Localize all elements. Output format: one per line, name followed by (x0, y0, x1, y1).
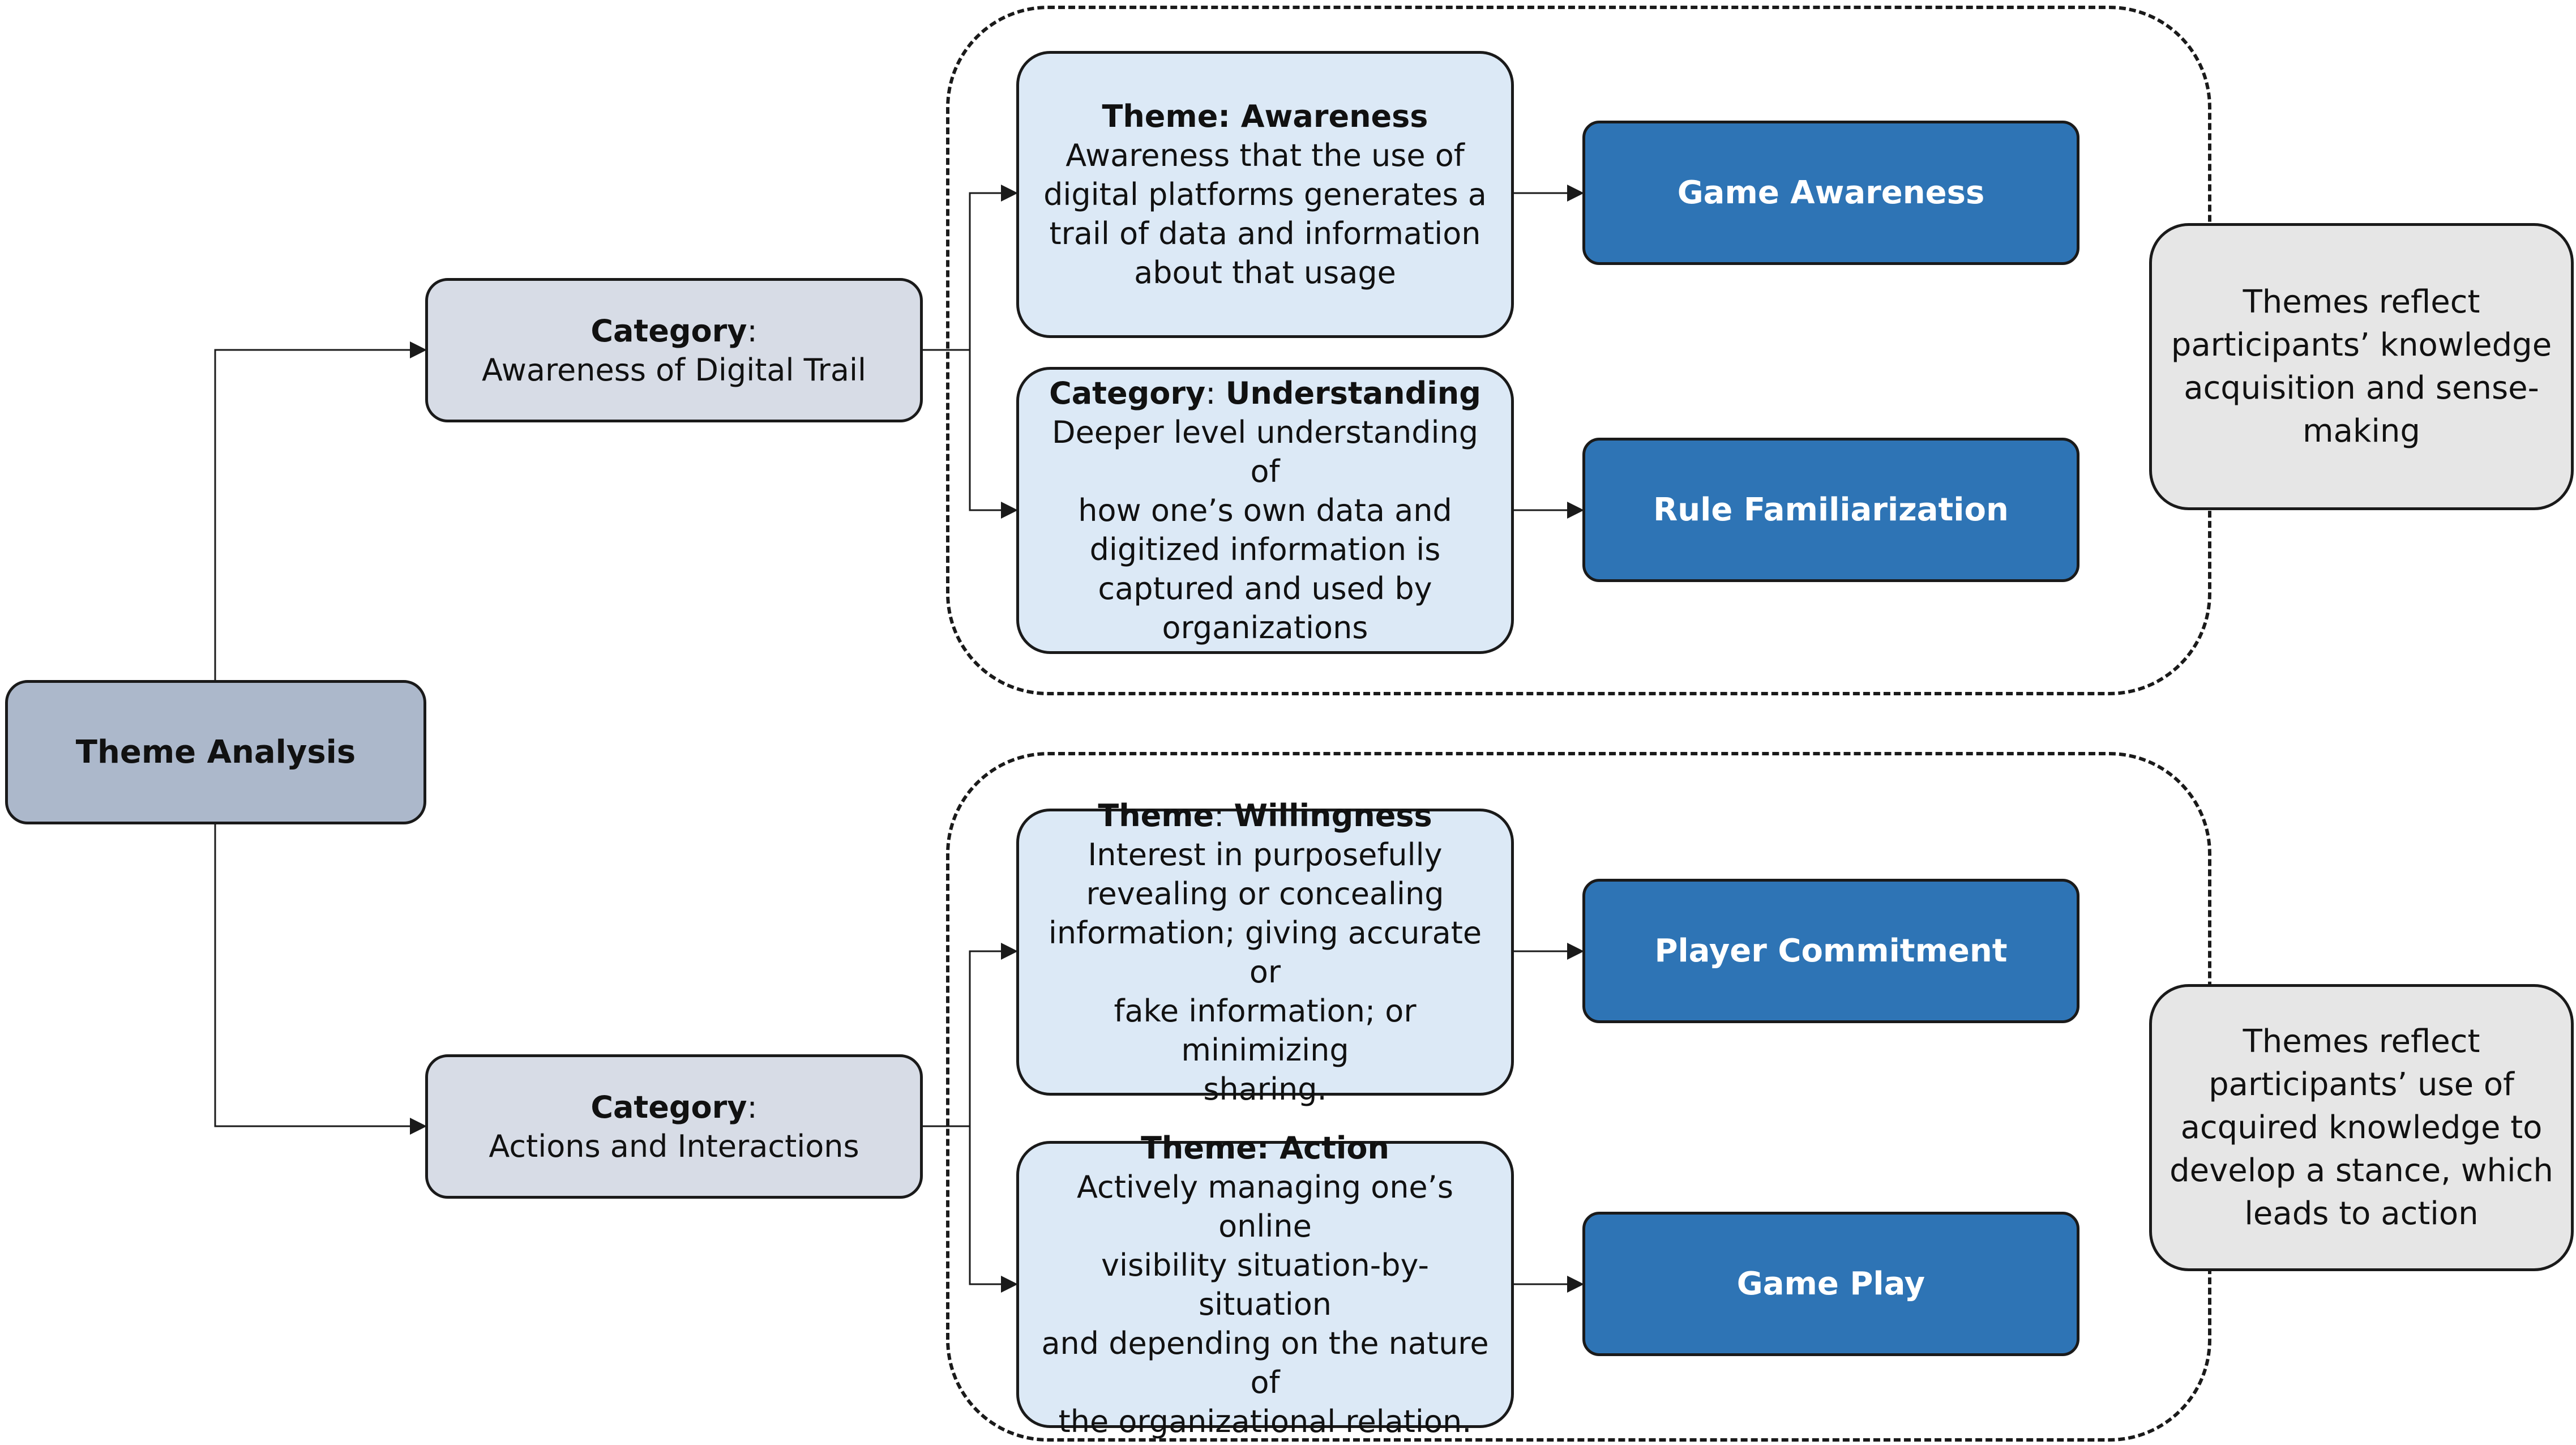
theme-line: how one’s own data and (1078, 493, 1452, 528)
note-line: leads to action (2244, 1195, 2479, 1232)
connector-category-1-to-theme-2 (969, 350, 1018, 519)
theme-title-separator: : (1205, 375, 1216, 411)
note-knowledge-acquisition: Themes reflect participants’ knowledge a… (2149, 223, 2574, 510)
note-line: Themes reflect (2243, 283, 2480, 320)
theme-line: Actively managing one’s online (1077, 1169, 1453, 1244)
connector-category-2-to-theme-4 (969, 1126, 1018, 1293)
theme-line: the organizational relation. (1058, 1403, 1472, 1439)
category-label: Category (590, 313, 747, 349)
note-line: develop a stance, which (2170, 1152, 2553, 1189)
theme-line: captured and used by (1098, 571, 1432, 606)
note-line: making (2303, 412, 2420, 450)
connector-root-to-category-1 (214, 341, 427, 680)
theme-line: fake information; or minimizing (1114, 993, 1417, 1068)
outcome-node-rule-familiarization: Rule Familiarization (1582, 438, 2079, 582)
category-heading: Category: (590, 1088, 757, 1127)
note-line: Themes reflect (2243, 1023, 2480, 1060)
root-node: Theme Analysis (5, 680, 426, 824)
root-label: Theme Analysis (75, 734, 356, 771)
theme-title-name: Understanding (1225, 375, 1481, 411)
theme-line: organizations (1162, 610, 1368, 645)
theme-line: trail of data and information (1049, 216, 1481, 251)
category-text: Actions and Interactions (489, 1128, 859, 1164)
category-text: Awareness of Digital Trail (482, 352, 866, 388)
note-line: acquisition and sense- (2184, 369, 2539, 407)
category-label: Category (590, 1089, 747, 1125)
theme-line: digitized information is (1089, 532, 1441, 567)
theme-line: sharing. (1203, 1071, 1327, 1107)
connector-category-1-to-theme-1 (969, 185, 1018, 350)
outcome-label: Game Play (1736, 1266, 1925, 1302)
note-line: acquired knowledge to (2180, 1109, 2543, 1146)
theme-line: about that usage (1134, 255, 1396, 290)
theme-line: Deeper level understanding of (1051, 414, 1479, 489)
note-knowledge-use: Themes reflect participants’ use of acqu… (2149, 984, 2574, 1271)
category-node-awareness: Category: Awareness of Digital Trail (425, 278, 923, 422)
theme-node-understanding: Category: Understanding Deeper level und… (1016, 367, 1514, 654)
theme-line: and depending on the nature of (1041, 1325, 1489, 1400)
theme-line: Awareness that the use of (1066, 138, 1465, 173)
outcome-label: Game Awareness (1677, 174, 1985, 211)
connector-category-2-to-theme-3 (969, 943, 1018, 1126)
theme-title-separator: : (1214, 797, 1225, 833)
theme-title-prefix: Theme (1098, 797, 1214, 833)
theme-title: Theme: Willingness (1098, 796, 1432, 835)
theme-title-name: Willingness (1234, 797, 1432, 833)
outcome-node-game-awareness: Game Awareness (1582, 121, 2079, 265)
theme-line: digital platforms generates a (1043, 177, 1487, 212)
theme-title: Theme: Awareness (1102, 99, 1428, 134)
connector-root-to-category-2 (214, 824, 427, 1135)
outcome-node-player-commitment: Player Commitment (1582, 879, 2079, 1023)
theme-title: Theme: Action (1141, 1130, 1389, 1166)
theme-node-awareness: Theme: Awareness Awareness that the use … (1016, 51, 1514, 338)
theme-line: Interest in purposefully (1088, 836, 1443, 873)
theme-line: information; giving accurate or (1048, 914, 1482, 990)
category-node-actions: Category: Actions and Interactions (425, 1054, 923, 1199)
theme-node-willingness: Theme: Willingness Interest in purposefu… (1016, 798, 1514, 1107)
outcome-node-game-play: Game Play (1582, 1212, 2079, 1356)
outcome-label: Player Commitment (1654, 933, 2008, 969)
theme-title-prefix: Category (1049, 375, 1206, 411)
outcome-label: Rule Familiarization (1653, 491, 2009, 528)
theme-line: revealing or concealing (1086, 875, 1444, 912)
theme-node-action: Theme: Action Actively managing one’s on… (1016, 1130, 1514, 1439)
theme-title: Category: Understanding (1049, 374, 1481, 413)
category-heading: Category: (590, 311, 757, 350)
category-separator: : (747, 313, 758, 349)
category-separator: : (747, 1089, 758, 1125)
note-line: participants’ use of (2209, 1066, 2514, 1103)
note-line: participants’ knowledge (2171, 326, 2552, 364)
theme-line: visibility situation-by-situation (1101, 1247, 1429, 1322)
